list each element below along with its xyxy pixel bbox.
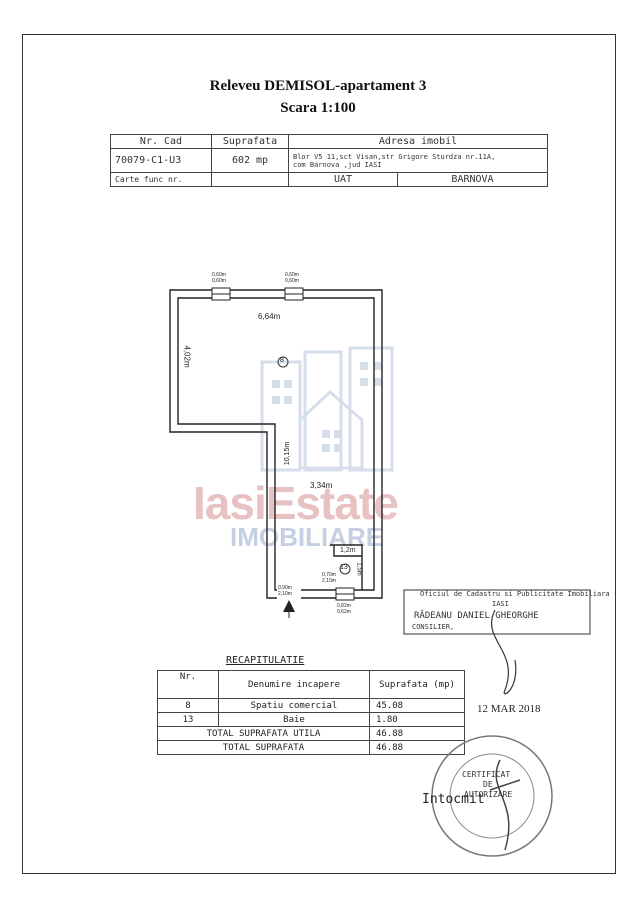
cert-line3: AUTORIZARE: [464, 790, 513, 799]
adresa-line2: com Barnova ,jud IASI: [293, 160, 382, 169]
cert-line2: DE: [483, 780, 493, 789]
room-13-marker: [339, 563, 351, 575]
total-utila-row: TOTAL SUPRAFATA UTILA 46.88: [157, 726, 465, 741]
page-frame: [22, 34, 616, 874]
signature: [489, 759, 521, 851]
watermark-brand: IasiEstate: [193, 477, 399, 529]
uat-label: UAT: [288, 172, 398, 187]
table-row: 13 Baie 1.80: [157, 712, 465, 727]
nr-cad-value: 70079-C1-U3: [110, 148, 212, 173]
plan-outer-wall: [169, 289, 383, 599]
dim-width: 3,34m: [310, 481, 333, 490]
document-scale: Scara 1:100: [280, 100, 356, 116]
recap-table: Nr. Denumire incapere Suprafata (mp) 8 S…: [157, 670, 465, 755]
carte-funciara-label: Carte func nr.: [110, 172, 212, 187]
dim-bath-width: 1,2m: [340, 547, 356, 554]
property-info-table: Nr. Cad Suprafata Adresa imobil 70079-C1…: [110, 134, 548, 187]
plan-inner-wall: [177, 297, 375, 591]
adresa-line1: Blor V5 11,sct Visan,str Grigore Sturdza…: [293, 152, 496, 161]
recap-col-suprafata: Suprafata (mp): [369, 670, 465, 699]
official-role: CONSILIER,: [412, 623, 455, 631]
table-row: 8 Spatiu comercial 45.08: [157, 698, 465, 713]
total-row: TOTAL SUPRAFATA 46.88: [157, 740, 465, 755]
watermark-sub: IMOBILIARE: [230, 522, 384, 552]
stamp-date: 12 MAR 2018: [477, 703, 541, 715]
cert-line1: CERTIFICAT: [462, 770, 511, 779]
recap-col-denumire: Denumire incapere: [218, 670, 370, 699]
intocmit-label: Intocmit: [422, 792, 485, 807]
office-line1: Oficiul de Cadastru si Publicitate Imobi…: [420, 590, 610, 598]
room-8-label: 8: [280, 357, 284, 364]
office-line2: IASI: [492, 600, 509, 608]
uat-value: BARNOVA: [397, 172, 548, 187]
dim-top: 6,64m: [258, 312, 281, 321]
room-8-marker: [277, 356, 289, 368]
recap-title: RECAPITULATIE: [226, 655, 305, 666]
north-arrow-icon: [283, 600, 295, 612]
seal-inner: [449, 753, 535, 839]
seal-outer: [431, 735, 553, 857]
room-13-label: 13: [340, 564, 348, 571]
official-name: RĂDEANU DANIEL GHEORGHE: [414, 611, 539, 621]
document-title: Releveu DEMISOL-apartament 3: [209, 78, 427, 94]
